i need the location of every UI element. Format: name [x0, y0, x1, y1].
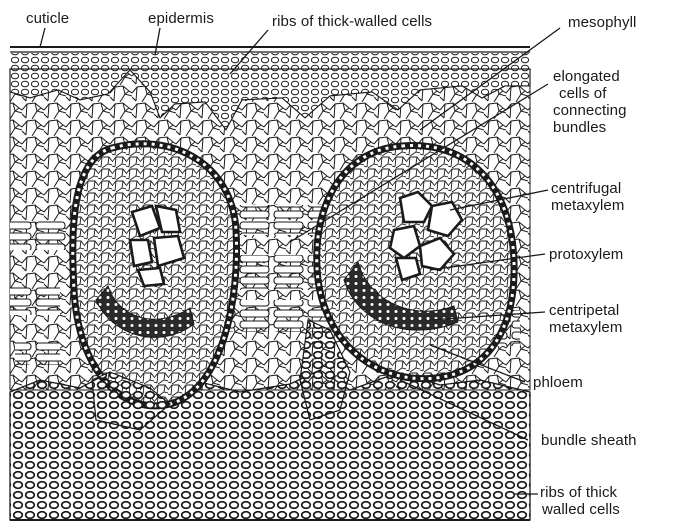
label-centripetal-metaxylem: centripetal metaxylem: [549, 302, 622, 336]
label-phloem: phloem: [533, 374, 583, 391]
cuticle-layer: [10, 47, 530, 52]
label-elongated-cells: elongated cells of connecting bundles: [553, 68, 627, 136]
label-elongated-line-1: elongated: [553, 68, 627, 85]
label-centripetal-line-2: metaxylem: [549, 319, 622, 336]
label-elongated-line-2: cells of: [553, 85, 627, 102]
label-epidermis: epidermis: [148, 10, 214, 27]
label-centrifugal-metaxylem: centrifugal metaxylem: [551, 180, 624, 214]
label-ribs-top: ribs of thick-walled cells: [272, 13, 432, 30]
label-ribs-bottom-line-1: ribs of thick: [540, 484, 620, 501]
label-protoxylem: protoxylem: [549, 246, 623, 263]
label-elongated-line-3: connecting: [553, 102, 627, 119]
label-mesophyll: mesophyll: [568, 14, 636, 31]
lower-rib-cells: [10, 370, 530, 520]
label-ribs-bottom-line-2: walled cells: [540, 501, 620, 518]
label-ribs-bottom: ribs of thick walled cells: [540, 484, 620, 518]
label-centrifugal-line-1: centrifugal: [551, 180, 624, 197]
label-elongated-line-4: bundles: [553, 119, 627, 136]
label-centripetal-line-1: centripetal: [549, 302, 622, 319]
label-cuticle: cuticle: [26, 10, 69, 27]
epidermis-layer: [10, 53, 530, 69]
label-bundle-sheath: bundle sheath: [541, 432, 637, 449]
label-centrifugal-line-2: metaxylem: [551, 197, 624, 214]
